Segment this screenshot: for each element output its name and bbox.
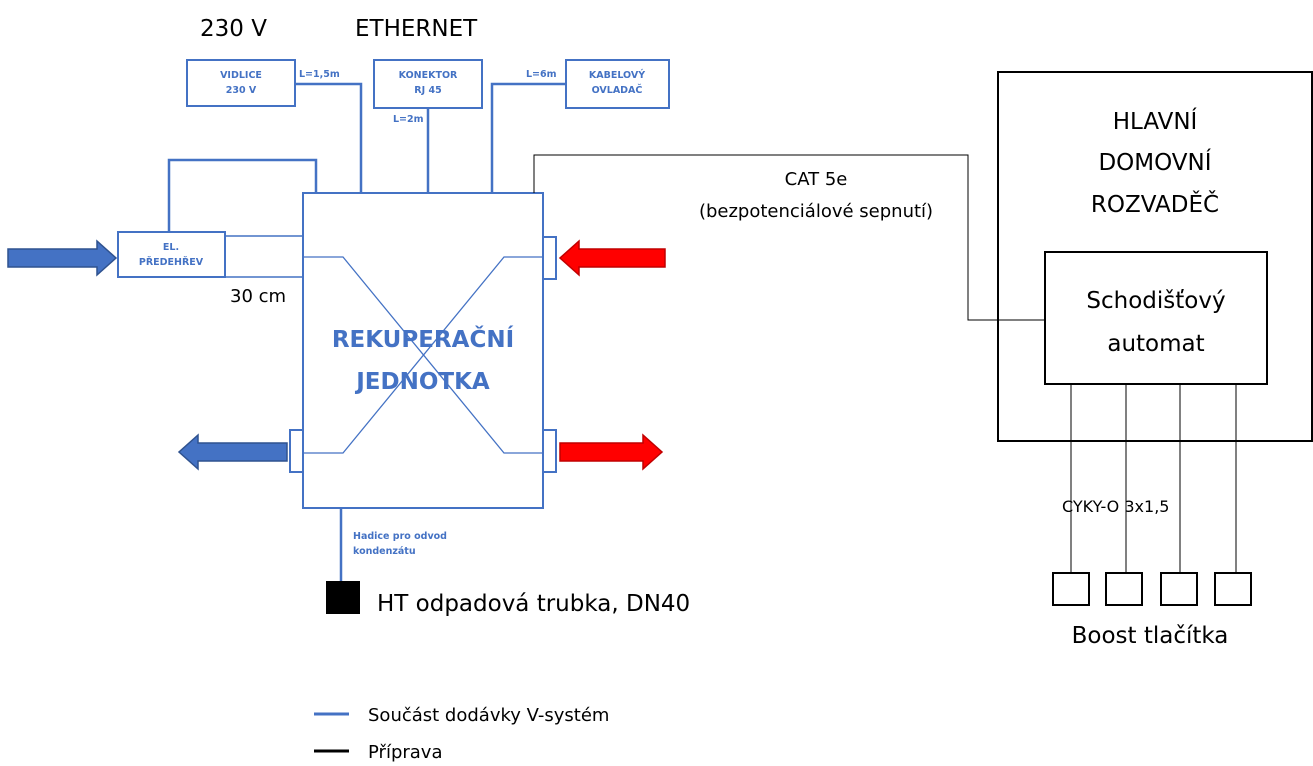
preheater-duct <box>225 235 303 278</box>
waste-pipe-symbol <box>326 581 360 614</box>
stair-automat-box <box>1044 251 1268 385</box>
condensate-hose-label-1: Hadice pro odvod <box>353 531 447 542</box>
legend-supply-label: Součást dodávky V-systém <box>368 705 609 726</box>
plug-label-1: VIDLICE <box>220 70 262 81</box>
cat5e-cable <box>533 154 1045 321</box>
board-label-2: DOMOVNÍ <box>1098 148 1211 176</box>
board-label-1: HLAVNÍ <box>1113 107 1198 135</box>
boost-buttons-label: Boost tlačítka <box>1072 623 1229 649</box>
preheater-box <box>117 231 226 278</box>
waste-pipe-label: HT odpadová trubka, DN40 <box>377 591 690 617</box>
port-outdoor-warm <box>542 236 557 280</box>
cat5e-label-2: (bezpotenciálové sepnutí) <box>699 201 933 222</box>
return-air-arrow <box>558 239 666 277</box>
unit-title-line2: JEDNOTKA <box>354 369 490 395</box>
ethernet-label: ETHERNET <box>355 16 478 42</box>
legend: Součást dodávky V-systém Příprava <box>314 705 609 763</box>
intake-arrow <box>7 239 118 277</box>
preheater-distance-label: 30 cm <box>230 286 286 307</box>
boost-buttons <box>1052 572 1252 606</box>
heat-exchanger-lines <box>303 256 543 454</box>
boost-button-2 <box>1105 572 1143 606</box>
airflow-arrows <box>7 239 666 471</box>
exhaust-arrow <box>177 433 288 471</box>
cat5e-label-1: CAT 5e <box>785 169 848 190</box>
preheater-label-1: EL. <box>163 242 179 253</box>
board-label-3: ROZVADĚČ <box>1091 190 1219 218</box>
plug-label-2: 230 V <box>226 85 257 96</box>
unit-title-line1: REKUPERAČNÍ <box>332 325 514 353</box>
supply-air-arrow <box>559 433 664 471</box>
boost-button-3 <box>1160 572 1198 606</box>
duct-ports <box>289 236 557 473</box>
plug-length-label: L=1,5m <box>299 69 340 80</box>
stair-automat-label-1: Schodišťový <box>1086 288 1225 314</box>
controller-label-1: KABELOVÝ <box>589 69 645 81</box>
plug-box <box>186 59 296 107</box>
preheater-power-cable <box>167 158 318 232</box>
boost-button-4 <box>1214 572 1252 606</box>
boost-button-1 <box>1052 572 1090 606</box>
connector-length-label: L=2m <box>393 114 424 125</box>
plug-cable <box>295 82 363 193</box>
legend-preparation-label: Příprava <box>368 742 442 763</box>
stair-automat-label-2: automat <box>1107 331 1204 357</box>
distribution-board-box <box>997 71 1313 442</box>
controller-box <box>565 59 670 109</box>
power-label: 230 V <box>200 16 267 42</box>
recovery-unit-box <box>302 192 544 509</box>
preparation-wiring <box>533 154 1237 573</box>
boost-cable-label: CYKY-O 3x1,5 <box>1062 497 1169 516</box>
connector-label-2: RJ 45 <box>414 85 441 96</box>
port-supply-right <box>542 429 557 473</box>
controller-length-label: L=6m <box>526 69 557 80</box>
connector-box <box>373 59 483 109</box>
supply-wiring <box>167 82 566 581</box>
port-exhaust-left <box>289 429 304 473</box>
controller-cable <box>490 82 566 193</box>
condensate-hose-label-2: kondenzátu <box>353 546 416 557</box>
connector-label-1: KONEKTOR <box>399 70 458 81</box>
preheater-label-2: PŘEDEHŘEV <box>139 256 204 268</box>
controller-label-2: OVLADAČ <box>592 84 643 96</box>
